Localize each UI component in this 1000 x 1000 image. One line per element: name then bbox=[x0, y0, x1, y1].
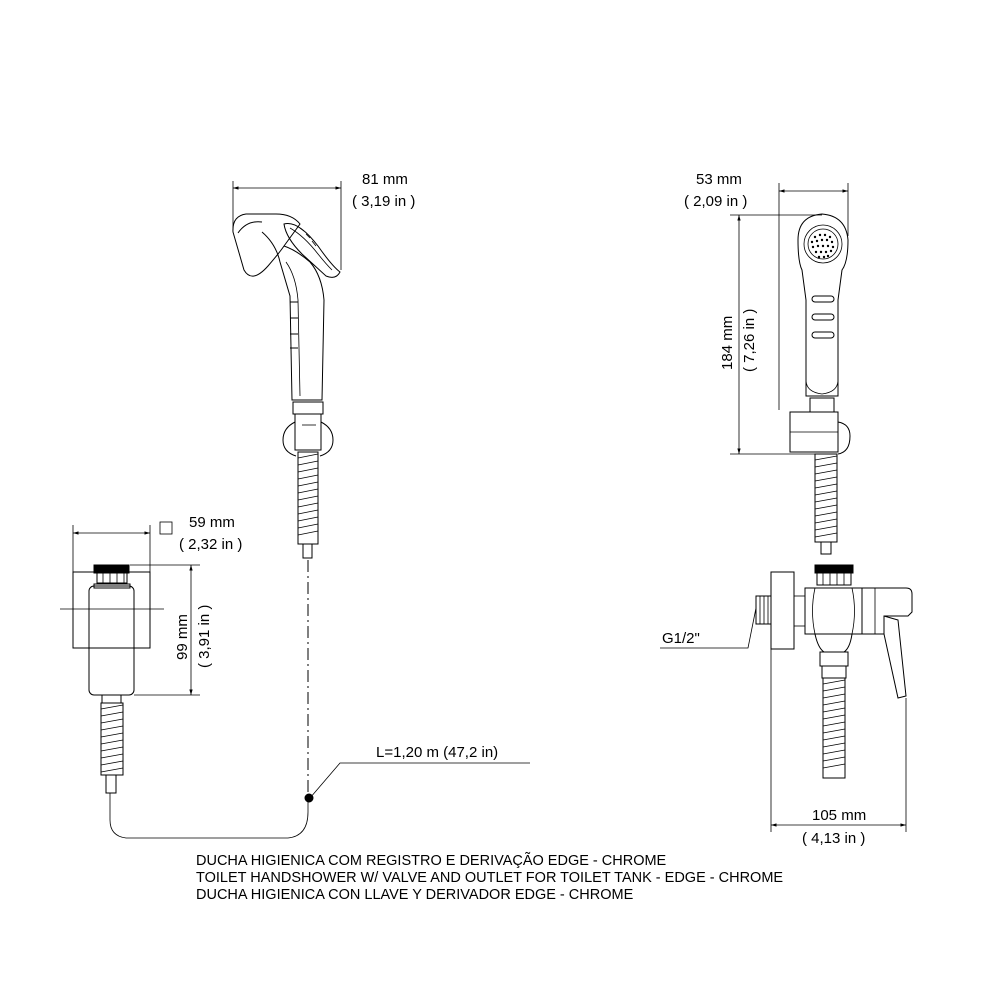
handshower-width-mm: 81 mm bbox=[362, 171, 408, 188]
outlet-width-in: ( 2,32 in ) bbox=[179, 536, 242, 553]
side-height-in: ( 7,26 in ) bbox=[741, 309, 758, 372]
handshower-front-view bbox=[232, 213, 341, 559]
dimension-53mm: 53 mm ( 2,09 in ) bbox=[684, 171, 849, 410]
outlet-height-in: ( 3,91 in ) bbox=[196, 605, 213, 668]
caption-portuguese: DUCHA HIGIENICA COM REGISTRO E DERIVAÇÃO… bbox=[196, 852, 667, 869]
handshower-side-view bbox=[789, 213, 851, 555]
thread-size-label: G1/2" bbox=[662, 630, 700, 647]
valve-side-view: G1/2" bbox=[660, 564, 913, 779]
valve-width-in: ( 4,13 in ) bbox=[802, 830, 865, 847]
handshower-width-in: ( 3,19 in ) bbox=[352, 193, 415, 210]
side-width-in: ( 2,09 in ) bbox=[684, 193, 747, 210]
outlet-front-view bbox=[60, 564, 164, 794]
side-width-mm: 53 mm bbox=[696, 171, 742, 188]
dimension-184mm: 184 mm ( 7,26 in ) bbox=[719, 214, 822, 455]
outlet-width-mm: 59 mm bbox=[189, 514, 235, 531]
hose-path: L=1,20 m (47,2 in) bbox=[109, 560, 530, 839]
dimension-59mm: 59 mm ( 2,32 in ) bbox=[72, 514, 242, 572]
outlet-height-mm: 99 mm bbox=[174, 614, 191, 660]
caption-english: TOILET HANDSHOWER W/ VALVE AND OUTLET FO… bbox=[196, 870, 783, 886]
caption-spanish: DUCHA HIGIENICA CON LLAVE Y DERIVADOR ED… bbox=[196, 887, 634, 903]
spray-holes bbox=[810, 233, 835, 259]
hose-length-label: L=1,20 m (47,2 in) bbox=[376, 744, 498, 761]
caption: DUCHA HIGIENICA COM REGISTRO E DERIVAÇÃO… bbox=[196, 852, 783, 903]
dimension-99mm: 99 mm ( 3,91 in ) bbox=[130, 564, 213, 696]
valve-width-mm: 105 mm bbox=[812, 807, 866, 824]
dimension-81mm: 81 mm ( 3,19 in ) bbox=[232, 171, 415, 270]
side-height-mm: 184 mm bbox=[719, 316, 736, 370]
dimension-105mm: 105 mm ( 4,13 in ) bbox=[770, 649, 907, 847]
